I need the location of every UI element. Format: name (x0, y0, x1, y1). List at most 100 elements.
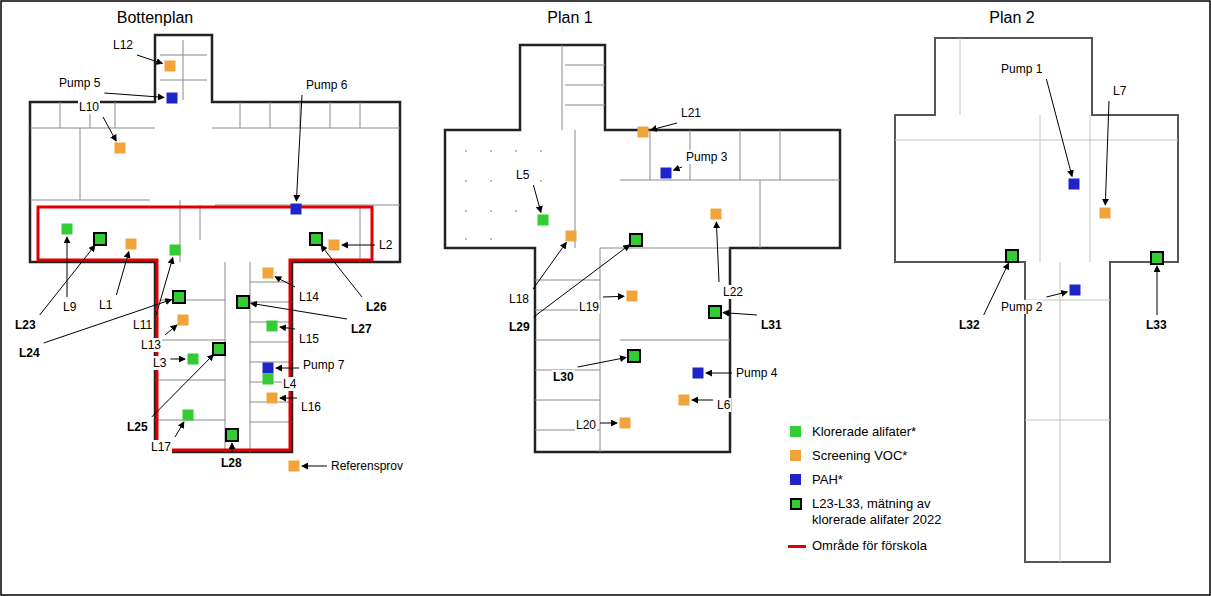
leader-line (1157, 266, 1158, 315)
sample-marker (693, 368, 704, 379)
sample-label: L31 (760, 318, 783, 332)
leader-line (1046, 292, 1067, 297)
leader-line (276, 368, 299, 369)
leader-line (104, 93, 164, 97)
sample-label: L20 (575, 418, 597, 432)
legend-swatch (790, 450, 801, 461)
sample-marker (263, 268, 274, 279)
leader-line (651, 123, 677, 130)
sample-label: L28 (220, 456, 243, 470)
leader-line (1105, 101, 1109, 205)
sample-label: L32 (958, 318, 981, 332)
leader-line (692, 400, 713, 401)
legend-text: L23-L33, mätning av klorerade alifater 2… (812, 496, 977, 528)
leader-line (600, 423, 617, 424)
sample-label: L22 (722, 285, 744, 299)
sample-marker (94, 233, 106, 245)
sample-marker (126, 239, 137, 250)
sample-marker (170, 245, 181, 256)
legend-text: Screening VOC* (812, 448, 907, 464)
sample-marker (1069, 179, 1080, 190)
leader-line (533, 243, 566, 290)
leader-line (116, 252, 128, 295)
sample-marker (173, 291, 185, 303)
leader-line (296, 95, 302, 201)
sample-label: L10 (78, 100, 100, 114)
sample-label: L13 (140, 338, 162, 352)
sample-marker (237, 296, 249, 308)
legend-row: L23-L33, mätning av klorerade alifater 2… (790, 496, 977, 528)
sample-label: L26 (365, 300, 388, 314)
floor-1-plan (445, 45, 840, 452)
sample-marker (661, 168, 672, 179)
sample-marker (167, 93, 178, 104)
leader-line (603, 296, 624, 298)
sample-label: L29 (508, 320, 531, 334)
leader-line (175, 422, 184, 437)
leader-line (251, 303, 347, 319)
leader-line (302, 466, 327, 467)
sample-label: Referensprov (330, 459, 404, 473)
sample-label: L6 (716, 398, 731, 412)
sample-marker (183, 410, 194, 421)
leader-line (533, 185, 541, 212)
sample-label: L7 (1112, 84, 1127, 98)
sample-marker (289, 461, 300, 472)
sample-label: L11 (132, 318, 153, 332)
sample-label: L23 (14, 318, 37, 332)
sample-label: Pump 7 (302, 358, 345, 372)
leader-line (67, 237, 68, 297)
sample-label: Pump 1 (1000, 62, 1043, 76)
leader-line (280, 398, 297, 399)
leader-line (280, 327, 295, 329)
sample-label: L21 (680, 106, 702, 120)
legend-swatch (790, 426, 801, 437)
sample-label: L24 (18, 346, 41, 360)
legend-text: Område för förskola (812, 538, 927, 554)
room-partitions (30, 40, 400, 452)
sample-marker (709, 306, 721, 318)
sample-label: L5 (515, 168, 530, 182)
sample-label: L25 (126, 420, 149, 434)
plan-title: Plan 1 (546, 8, 593, 27)
sample-label: L33 (1145, 318, 1168, 332)
legend-row: Klorerade alifater* (790, 424, 916, 440)
leader-line (156, 258, 173, 315)
leader-line (723, 313, 757, 315)
sample-marker (679, 395, 690, 406)
sample-marker (213, 343, 225, 355)
sample-label: L3 (152, 356, 167, 370)
legend-swatch (790, 474, 801, 485)
sample-marker (627, 291, 638, 302)
sample-label: L18 (508, 292, 530, 306)
leader-line (275, 277, 295, 287)
sample-marker (630, 234, 642, 246)
sample-label: Pump 4 (735, 366, 778, 380)
sample-marker (226, 429, 238, 441)
leader-line (578, 358, 626, 368)
sample-marker (628, 350, 640, 362)
sample-marker (329, 240, 340, 251)
leader-line (716, 222, 719, 282)
sample-label: L9 (62, 300, 77, 314)
sample-marker (178, 315, 189, 326)
wall-outline (895, 38, 1178, 562)
leader-line (170, 359, 185, 360)
room-partitions (895, 38, 1178, 562)
sample-label: L17 (150, 440, 172, 454)
sample-marker (267, 393, 278, 404)
plan-title: Plan 2 (988, 8, 1035, 27)
sample-label: Pump 3 (685, 150, 728, 164)
legend-text: PAH* (812, 472, 843, 488)
sample-marker (115, 143, 126, 154)
legend-line-sample (788, 545, 806, 548)
sample-label: L16 (300, 400, 322, 414)
sample-label: L15 (298, 332, 320, 346)
sample-label: L1 (98, 298, 113, 312)
sample-marker (267, 321, 278, 332)
sample-marker (1070, 285, 1081, 296)
leader-line (40, 245, 95, 315)
room-partitions (535, 45, 840, 452)
